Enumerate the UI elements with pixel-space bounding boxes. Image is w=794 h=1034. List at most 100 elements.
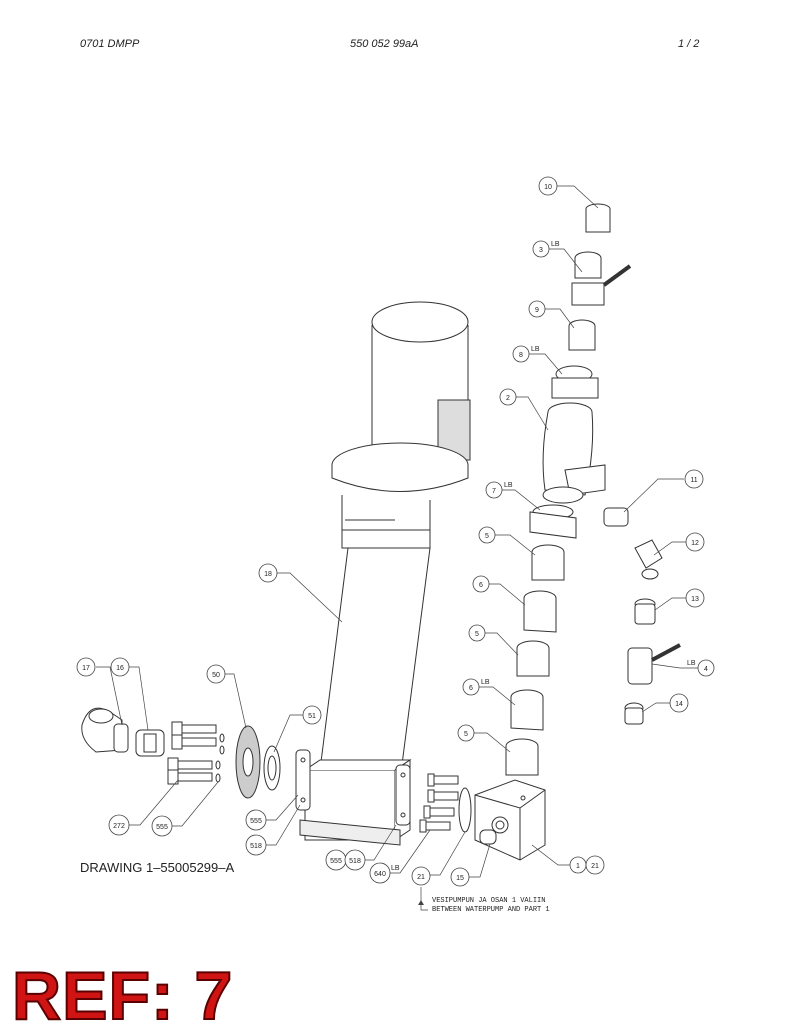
svg-text:6: 6 — [469, 685, 473, 692]
svg-text:18: 18 — [264, 571, 272, 578]
svg-text:4: 4 — [704, 666, 708, 673]
gasket-51 — [263, 745, 281, 791]
svg-text:9: 9 — [535, 307, 539, 314]
callout-555-right: 555 — [325, 849, 347, 871]
svg-text:50: 50 — [212, 672, 220, 679]
lb-tags: LB LB LB LB LB LB — [391, 241, 696, 872]
nipple-9 — [568, 319, 596, 351]
header-left-code: 0701 DMPP — [80, 38, 140, 50]
pipe-6-b — [510, 689, 544, 731]
svg-text:272: 272 — [113, 823, 125, 830]
fitting-16 — [135, 729, 165, 757]
lb-tag-640: LB — [391, 865, 400, 872]
lb-tag-6: LB — [481, 679, 490, 686]
callout-3: 3 — [532, 240, 550, 258]
reducer-5-c — [505, 738, 539, 776]
callout-5-a: 5 — [478, 526, 496, 544]
svg-text:12: 12 — [691, 540, 699, 547]
ball-valve-3 — [571, 251, 632, 306]
leader-lines — [96, 185, 698, 911]
callout-7: 7 — [485, 481, 503, 499]
pump-motor — [331, 301, 471, 492]
callout-5-b: 5 — [468, 624, 486, 642]
callout-51: 51 — [302, 705, 322, 725]
callout-6-a: 6 — [472, 575, 490, 593]
svg-text:6: 6 — [479, 582, 483, 589]
callout-640: 640 — [369, 862, 391, 884]
callout-16: 16 — [110, 657, 130, 677]
fitting-11 — [603, 507, 629, 527]
note-line-1: VESIPUMPUN JA OSAN 1 VALIIN — [432, 897, 545, 905]
svg-text:3: 3 — [539, 247, 543, 254]
svg-text:10: 10 — [544, 184, 552, 191]
callout-555-base: 555 — [245, 809, 267, 831]
svg-text:14: 14 — [675, 701, 683, 708]
lb-tag-4: LB — [687, 660, 696, 667]
pipe-6-a — [523, 590, 557, 633]
svg-text:7: 7 — [492, 488, 496, 495]
callout-6-b: 6 — [462, 678, 480, 696]
bolts-640 — [419, 773, 459, 833]
reducer-5-a — [531, 544, 565, 581]
nut-8 — [551, 365, 599, 399]
svg-text:640: 640 — [374, 871, 386, 878]
ref-label: REF: 7 — [11, 958, 234, 1034]
callout-555-left: 555 — [151, 815, 173, 837]
pump-block-1 — [474, 779, 546, 861]
svg-text:555: 555 — [250, 818, 262, 825]
drawing-caption: DRAWING 1–55005299–A — [80, 860, 235, 875]
y-strainer-2 — [542, 402, 606, 504]
fitting-13 — [634, 598, 656, 625]
callout-5-c: 5 — [457, 724, 475, 742]
gasket-21 — [458, 787, 472, 833]
reducer-5-b — [516, 640, 550, 677]
callout-50: 50 — [206, 664, 226, 684]
svg-text:5: 5 — [485, 533, 489, 540]
callout-518-right: 518 — [344, 849, 366, 871]
pump-column-18 — [319, 495, 431, 781]
lb-tag-7: LB — [504, 482, 513, 489]
callout-9: 9 — [528, 300, 546, 318]
note-line-2: BETWEEN WATERPUMP AND PART 1 — [432, 906, 550, 914]
svg-text:2: 2 — [506, 395, 510, 402]
svg-text:21: 21 — [417, 874, 425, 881]
svg-text:15: 15 — [456, 875, 464, 882]
svg-text:518: 518 — [349, 858, 361, 865]
callout-2: 2 — [499, 388, 517, 406]
callout-272: 272 — [108, 814, 130, 836]
installation-note: VESIPUMPUN JA OSAN 1 VALIIN BETWEEN WATE… — [418, 897, 550, 914]
flange-50 — [235, 725, 261, 799]
callout-14: 14 — [669, 693, 689, 713]
lb-tag-8: LB — [531, 346, 540, 353]
pump-base — [295, 749, 412, 846]
svg-text:16: 16 — [116, 665, 124, 672]
svg-text:518: 518 — [250, 843, 262, 850]
callout-18: 18 — [258, 563, 278, 583]
nipple-10 — [585, 203, 611, 233]
elbow-12 — [634, 539, 663, 580]
callout-1: 1 — [569, 856, 587, 874]
elbow-17 — [81, 707, 129, 753]
svg-text:555: 555 — [156, 824, 168, 831]
svg-text:555: 555 — [330, 858, 342, 865]
callout-10: 10 — [538, 176, 558, 196]
nuts-555-left — [215, 733, 225, 783]
lb-tag-3: LB — [551, 241, 560, 248]
callout-21-bottom: 21 — [411, 866, 431, 886]
svg-text:11: 11 — [690, 477, 697, 484]
svg-text:1: 1 — [576, 863, 580, 870]
svg-text:51: 51 — [308, 713, 316, 720]
callout-13: 13 — [685, 588, 705, 608]
fitting-14 — [624, 702, 644, 725]
callout-15: 15 — [450, 867, 470, 887]
callout-518-base: 518 — [245, 834, 267, 856]
header-drawing-number: 550 052 99aA — [350, 38, 419, 50]
callout-8: 8 — [512, 345, 530, 363]
callout-21-right: 21 — [585, 855, 605, 875]
callout-11: 11 — [684, 469, 704, 489]
valve-4 — [627, 643, 681, 685]
svg-text:21: 21 — [591, 863, 599, 870]
callout-17: 17 — [76, 657, 96, 677]
bolts-272 — [167, 721, 217, 785]
svg-text:13: 13 — [691, 596, 699, 603]
